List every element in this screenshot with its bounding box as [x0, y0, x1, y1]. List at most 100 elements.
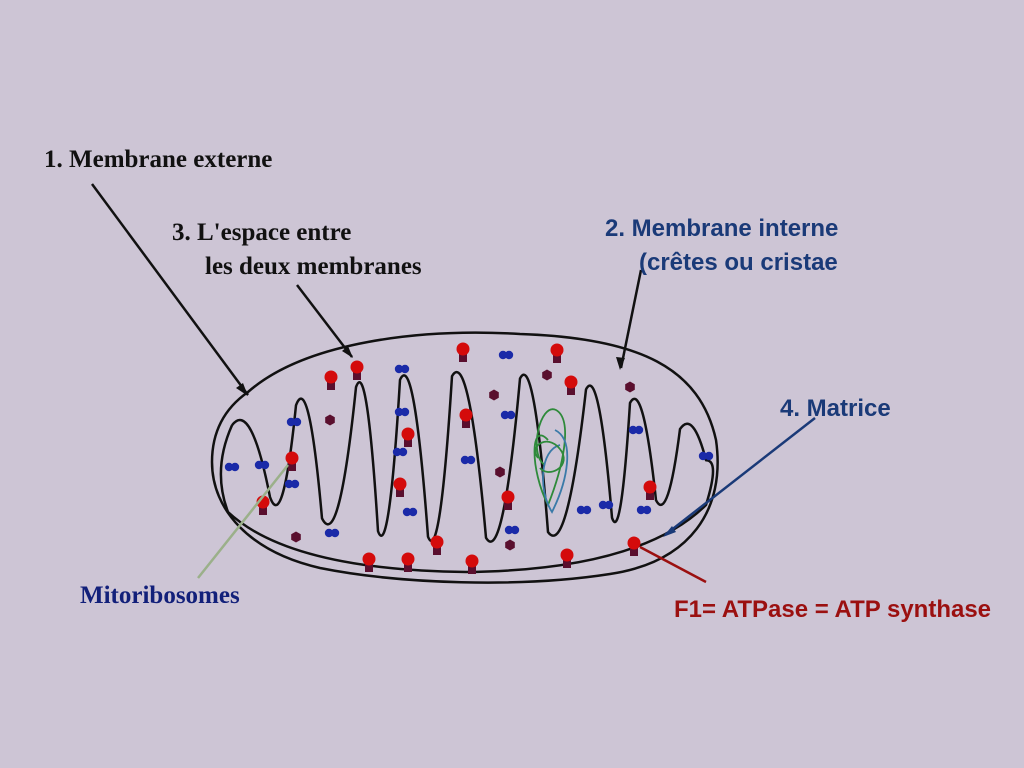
leader-mitoribosomes: [197, 464, 289, 579]
ribosome: [500, 410, 510, 420]
leader-intermembrane-space: [296, 284, 353, 358]
atp-synthase-head: [430, 535, 444, 549]
atp-synthase-head: [456, 342, 470, 356]
atp-synthase-head: [401, 552, 415, 566]
ribosome: [576, 505, 586, 515]
ribosome: [290, 479, 300, 489]
atp-synthase-head: [350, 360, 364, 374]
ribosome: [634, 425, 644, 435]
atp-synthase-head: [362, 552, 376, 566]
atp-synthase-stalk: [353, 369, 361, 380]
ribosome: [504, 525, 514, 535]
atp-synthase-stalk: [504, 499, 512, 510]
atp-synthase-head: [560, 548, 574, 562]
granule-group: [291, 369, 635, 551]
arrowhead-intermembrane-space: [342, 346, 353, 358]
ribosome: [628, 425, 638, 435]
atp-synthase-head: [393, 477, 407, 491]
label-intermembrane-space-line1: 3. L'espace entre: [172, 219, 352, 246]
atp-synthase-head: [465, 554, 479, 568]
ribosome: [636, 505, 646, 515]
atp-synthase-head: [564, 375, 578, 389]
ribosome-group: [224, 350, 714, 538]
atp-synthase-stalk: [365, 561, 373, 572]
ribosome: [400, 364, 410, 374]
ribosome: [400, 407, 410, 417]
label-matrix: 4. Matrice: [780, 395, 891, 422]
ribosome: [392, 447, 402, 457]
atp-synthase-stalk: [433, 544, 441, 555]
atp-synthase-stalk: [462, 417, 470, 428]
outer-membrane: [210, 331, 719, 584]
granule: [495, 466, 505, 478]
ribosome: [460, 455, 470, 465]
ribosome: [704, 451, 714, 461]
atp-synthase-stalk: [459, 351, 467, 362]
ribosome: [642, 505, 652, 515]
atp-synthase-stalk: [259, 504, 267, 515]
atp-synthase-head: [643, 480, 657, 494]
atp-synthase-stalk: [563, 557, 571, 568]
ribosome: [506, 410, 516, 420]
mitochondrial-dna: [533, 408, 569, 514]
ribosome: [394, 364, 404, 374]
leader-matrix: [664, 417, 816, 536]
atp-synthase-stalk: [404, 436, 412, 447]
ribosome: [394, 407, 404, 417]
granule: [625, 381, 635, 393]
atp-synthase-head: [627, 536, 641, 550]
atp-synthase-stalk: [553, 352, 561, 363]
atp-synthase-group: [256, 342, 657, 574]
ribosome: [330, 528, 340, 538]
ribosome: [254, 460, 264, 470]
atp-synthase-head: [459, 408, 473, 422]
granule: [291, 531, 301, 543]
arrowhead-outer-membrane: [236, 383, 248, 396]
label-inner-membrane-line2: (crêtes ou cristae: [639, 249, 838, 276]
ribosome: [510, 525, 520, 535]
atp-synthase-stalk: [404, 561, 412, 572]
ribosome: [402, 507, 412, 517]
leader-outer-membrane: [90, 183, 250, 396]
ribosome: [582, 505, 592, 515]
atp-synthase-stalk: [327, 379, 335, 390]
atp-synthase-stalk: [468, 563, 476, 574]
ribosome: [324, 528, 334, 538]
granule: [325, 414, 335, 426]
label-atp-synthase: F1= ATPase = ATP synthase: [674, 596, 992, 623]
atp-synthase-head: [501, 490, 515, 504]
ribosome: [260, 460, 270, 470]
label-mitoribosomes: Mitoribosomes: [80, 582, 240, 609]
granule: [542, 369, 552, 381]
granule: [505, 539, 515, 551]
atp-synthase-stalk: [646, 489, 654, 500]
ribosome: [292, 417, 302, 427]
ribosome: [398, 447, 408, 457]
ribosome: [286, 417, 296, 427]
leader-atp-synthase: [639, 545, 707, 584]
ribosome: [284, 479, 294, 489]
leader-inner-membrane: [619, 269, 643, 369]
atp-synthase-head: [324, 370, 338, 384]
arrowhead-matrix: [663, 526, 676, 537]
atp-synthase-stalk: [567, 384, 575, 395]
ribosome: [604, 500, 614, 510]
granule: [489, 389, 499, 401]
arrowhead-inner-membrane: [616, 357, 625, 370]
ribosome: [224, 462, 234, 472]
inner-membrane: [219, 370, 715, 574]
ribosome: [466, 455, 476, 465]
atp-synthase-head: [285, 451, 299, 465]
label-inner-membrane: 2. Membrane interne (crêtes ou cristae: [605, 212, 838, 280]
atp-synthase-head: [401, 427, 415, 441]
ribosome: [408, 507, 418, 517]
ribosome: [504, 350, 514, 360]
atp-synthase-head: [550, 343, 564, 357]
ribosome: [230, 462, 240, 472]
label-outer-membrane: 1. Membrane externe: [44, 146, 273, 173]
label-intermembrane-space: 3. L'espace entre les deux membranes: [172, 216, 422, 284]
label-intermembrane-space-line2: les deux membranes: [205, 253, 422, 280]
ribosome: [498, 350, 508, 360]
ribosome: [698, 451, 708, 461]
